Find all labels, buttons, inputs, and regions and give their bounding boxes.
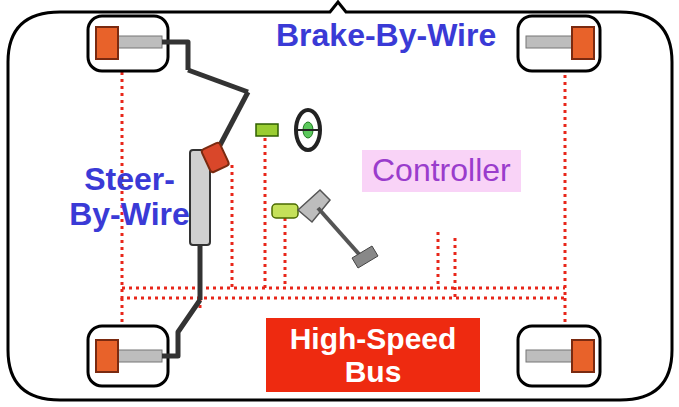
- wire: [284, 218, 287, 288]
- node-text: High-Speed Bus: [274, 322, 472, 388]
- wire: [122, 287, 565, 290]
- hub: [526, 36, 574, 48]
- system-label: Brake-By-Wire: [276, 18, 496, 53]
- hub: [116, 350, 162, 362]
- wheel: [88, 16, 168, 71]
- steering-arm: [162, 42, 188, 70]
- pedal-pad: [352, 246, 378, 268]
- steering-rod: [198, 245, 203, 300]
- bus-box: High-Speed Bus: [266, 318, 480, 392]
- brake-caliper: [572, 340, 594, 372]
- tire: [518, 16, 600, 71]
- system-label: Steer-By-Wire: [62, 162, 197, 232]
- wheel: [518, 326, 600, 386]
- pedal-sensor: [272, 204, 298, 218]
- wire: [437, 232, 440, 288]
- car-body: [8, 2, 672, 400]
- tire: [518, 326, 600, 386]
- steering-wheel: [296, 110, 320, 150]
- node-text: Controller: [372, 153, 511, 188]
- tire: [88, 16, 168, 71]
- brake-caliper: [96, 27, 118, 59]
- brake-caliper: [96, 340, 118, 372]
- wire: [122, 72, 565, 298]
- steering-arm: [162, 300, 200, 356]
- wheel: [518, 16, 600, 71]
- tie-rod: [188, 70, 248, 92]
- hub: [526, 350, 574, 362]
- wire: [454, 238, 457, 298]
- wire: [231, 165, 234, 288]
- wheel: [88, 326, 168, 386]
- wire: [264, 138, 267, 288]
- steering-sensor: [256, 124, 278, 136]
- steer-actuator: [201, 142, 230, 173]
- brake-caliper: [572, 27, 594, 59]
- hub: [116, 36, 162, 48]
- steering-spoke: [296, 129, 320, 131]
- tire: [88, 326, 168, 386]
- controller-box: Controller: [362, 150, 521, 192]
